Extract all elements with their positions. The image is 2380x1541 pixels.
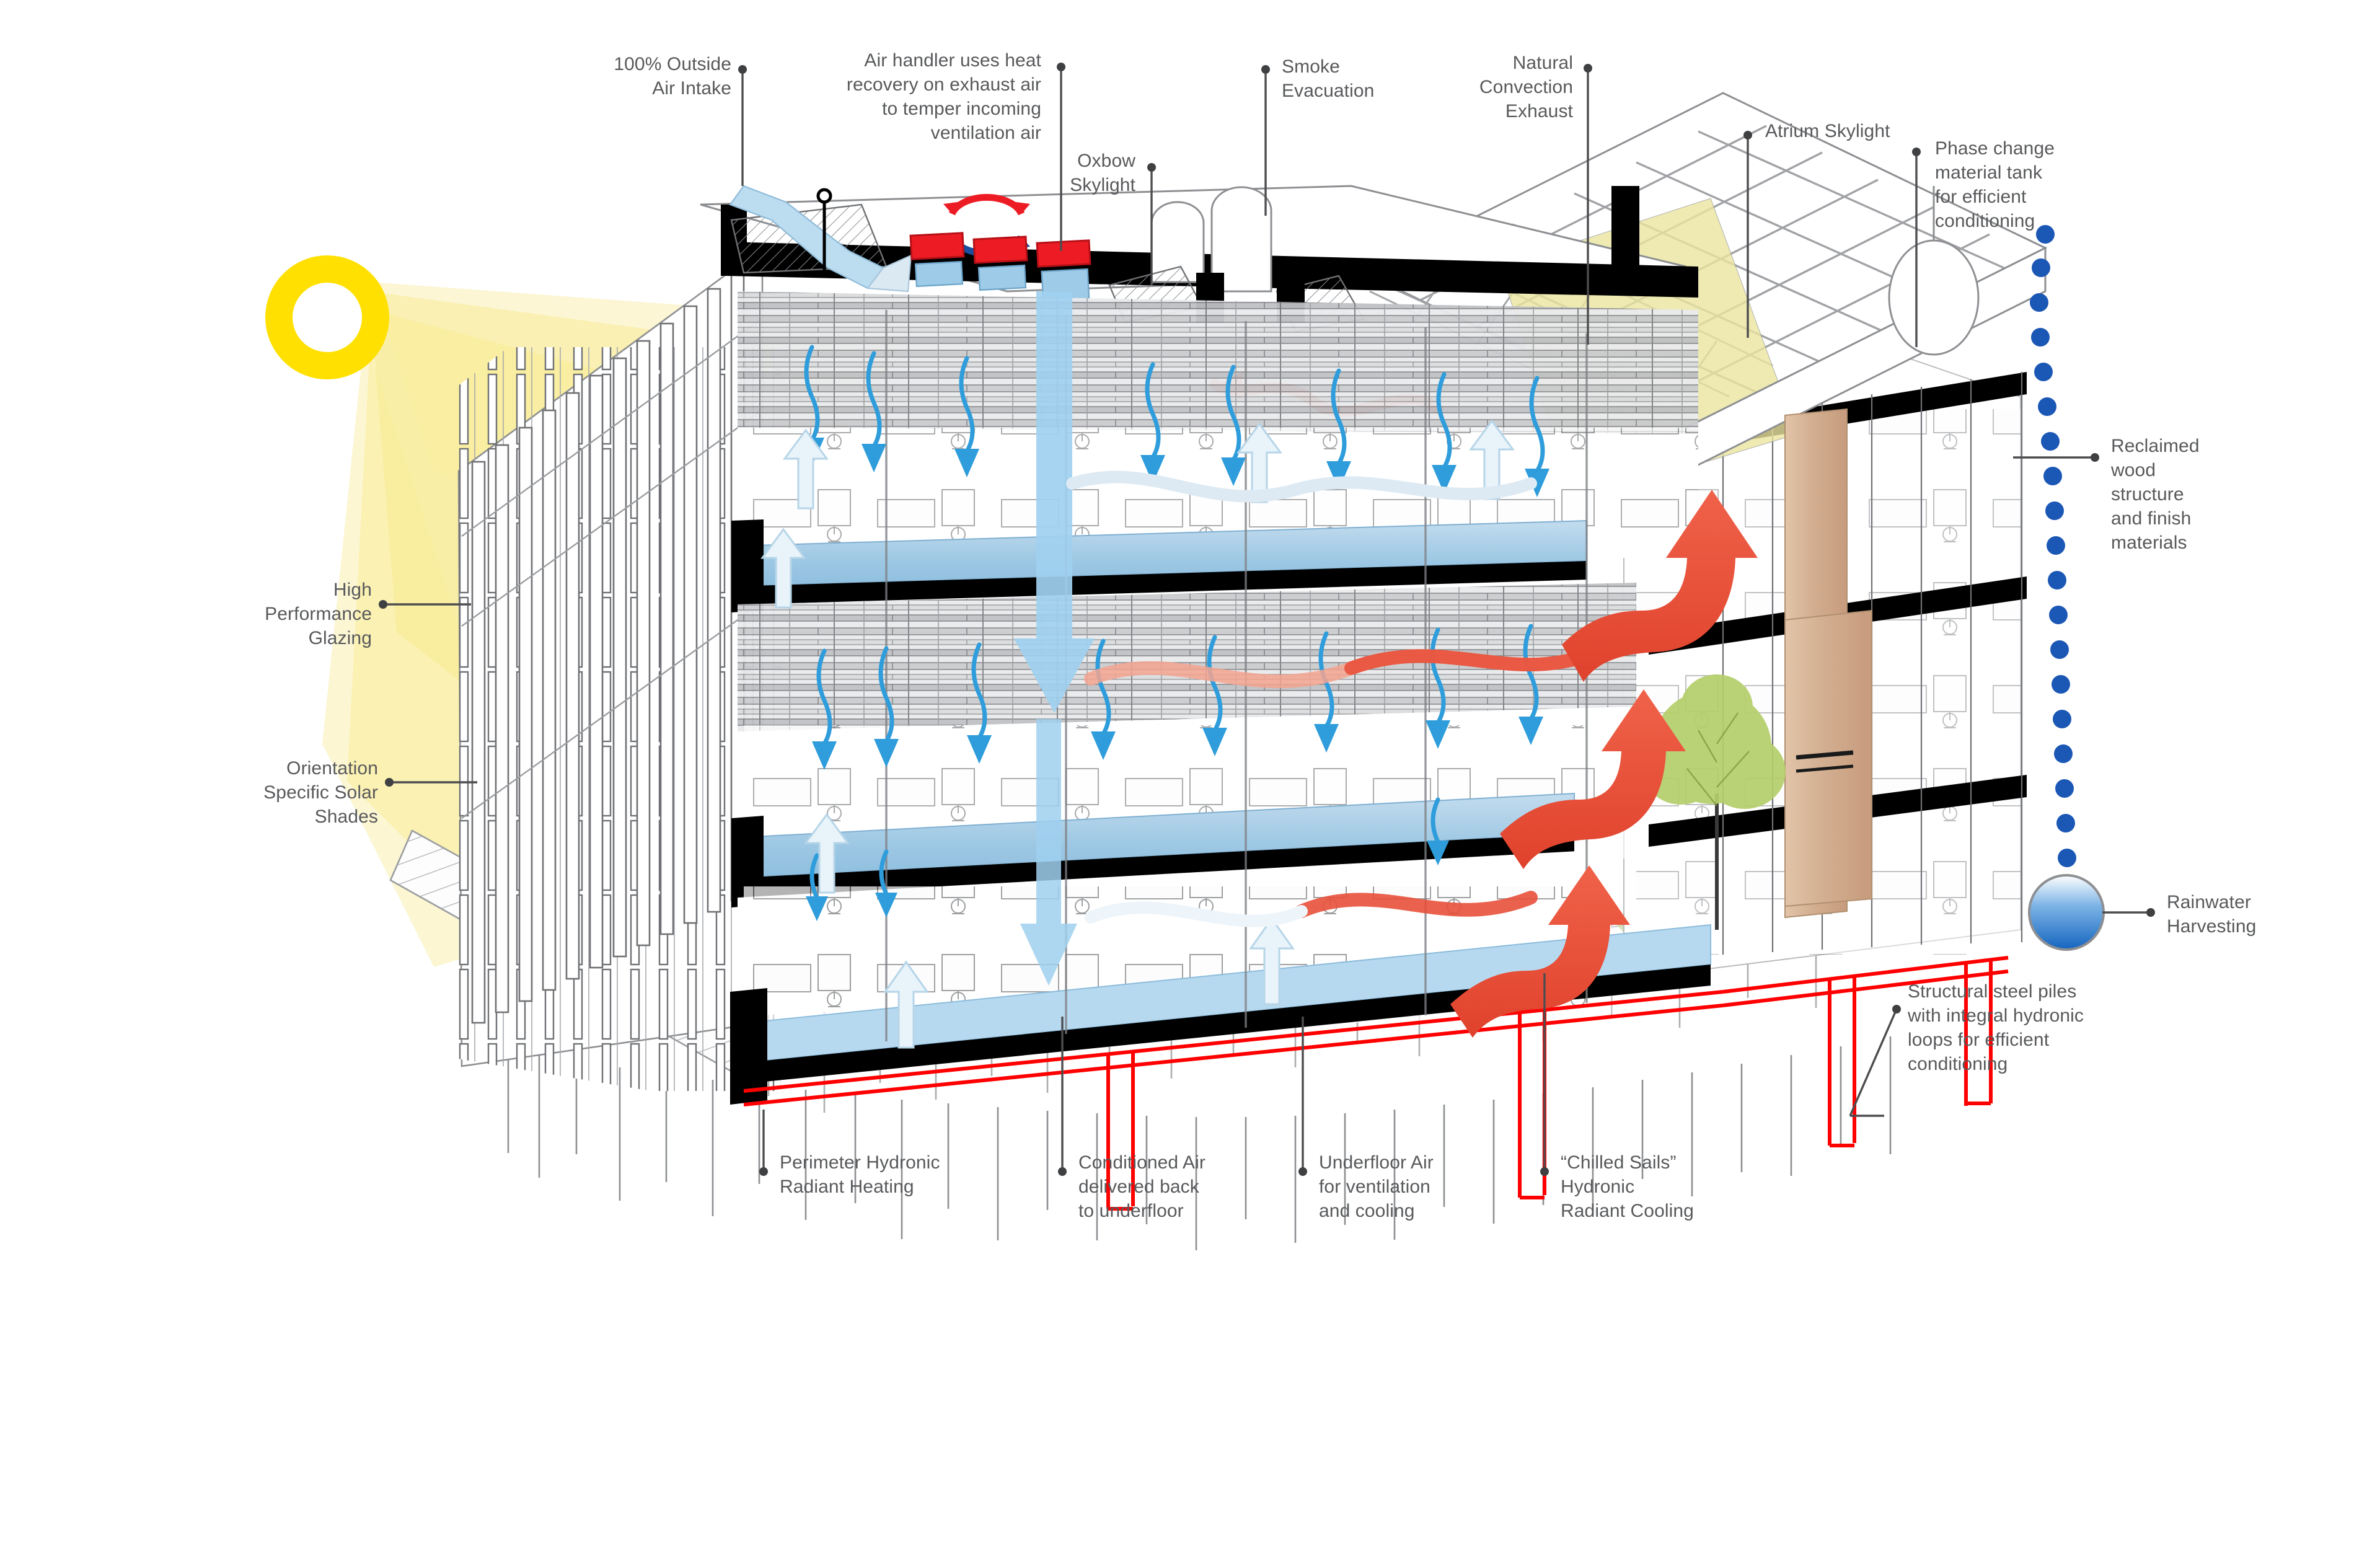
cool-supply-wiggle-arrows-l3 <box>812 624 1543 770</box>
label-underfloor-air: Underfloor Air for ventilation and cooli… <box>1319 1152 1434 1221</box>
warm-air-ribbons <box>1066 470 1606 927</box>
label-reclaimed-wood: Reclaimed wood structure and finish mate… <box>2111 436 2200 553</box>
label-outside-air-intake: 100% Outside Air Intake <box>614 54 731 99</box>
phase-change-material-tank <box>1888 186 1980 356</box>
main-roof <box>700 185 1698 417</box>
label-natural-convection-exhaust: Natural Convection Exhaust <box>1479 53 1573 121</box>
label-high-performance-glazing: High Performance Glazing <box>265 580 372 648</box>
cool-supply-wiggle-arrows-l4 <box>800 345 1549 497</box>
hydronic-piping-group <box>743 956 2009 1211</box>
label-orientation-solar-shades: Orientation Specific Solar Shades <box>263 758 378 827</box>
smoke-evacuation-stacks <box>1150 186 1272 293</box>
pile-row-front <box>507 1036 1892 1250</box>
label-air-handler: Air handler uses heat recovery on exhaus… <box>846 50 1041 143</box>
floor-level-2 <box>730 849 1711 1105</box>
label-phase-change-tank: Phase change material tank for efficient… <box>1935 138 2055 231</box>
supply-air-down-arrow <box>1014 291 1095 986</box>
heat-exchanger-blocks <box>909 232 1091 305</box>
label-perimeter-radiant-heating: Perimeter Hydronic Radiant Heating <box>780 1152 940 1197</box>
label-chilled-sails: “Chilled Sails” Hydronic Radiant Cooling <box>1561 1152 1694 1221</box>
rainwater-downpipe-dotted <box>2030 225 2076 867</box>
reclaimed-wood-structure <box>1784 408 1872 919</box>
shade-ledges <box>461 317 764 819</box>
leader-structural-steel-piles <box>1849 1009 1898 1116</box>
west-facade <box>457 246 781 1091</box>
floor-level-3 <box>731 583 1636 907</box>
natural-convection-arrows <box>1450 490 1758 1038</box>
label-smoke-evacuation: Smoke Evacuation <box>1282 56 1375 101</box>
leader-lines <box>379 63 2155 1176</box>
cool-supply-wiggle-arrows-l2 <box>806 797 1449 921</box>
label-rainwater-harvesting: Rainwater Harvesting <box>2167 892 2257 937</box>
label-structural-steel-piles: Structural steel piles with integral hyd… <box>1908 981 2084 1074</box>
label-atrium-skylight: Atrium Skylight <box>1765 121 1890 141</box>
label-oxbow-skylight: Oxbow Skylight <box>1070 151 1135 195</box>
sun-ring-icon <box>265 255 389 379</box>
rainwater-cistern-sphere-icon <box>2028 874 2105 951</box>
label-conditioned-air-underfloor: Conditioned Air delivered back to underf… <box>1078 1152 1205 1221</box>
